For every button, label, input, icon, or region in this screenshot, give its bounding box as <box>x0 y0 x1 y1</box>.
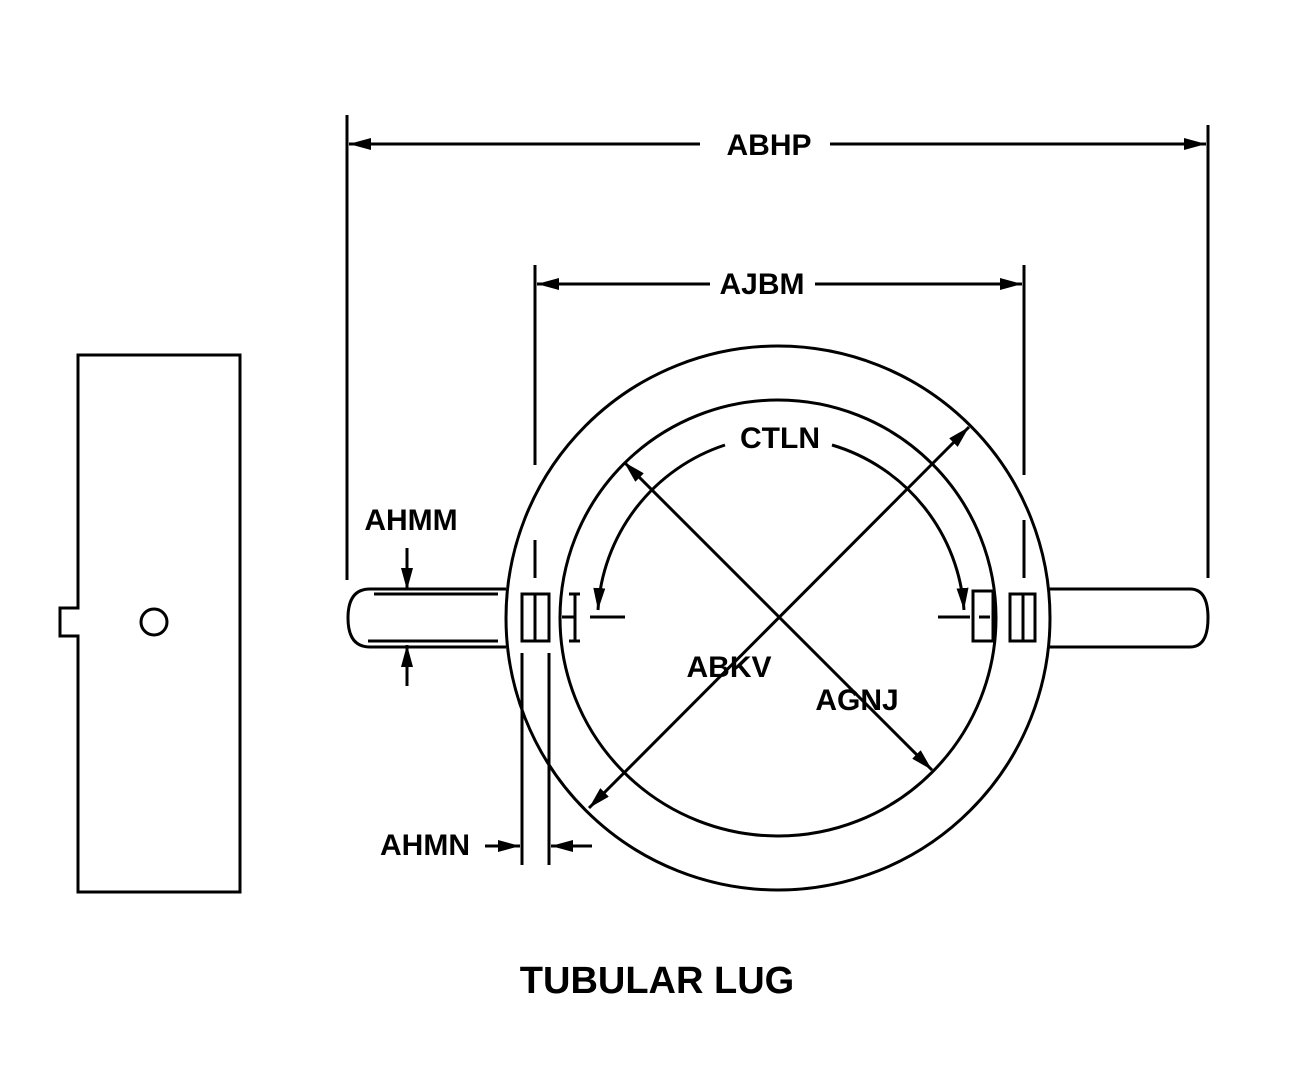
label-ahmm: AHMM <box>364 504 457 537</box>
dimension-ahmn: AHMN <box>380 829 592 862</box>
right-lug <box>971 520 1210 649</box>
dimension-abhp: ABHP <box>345 115 1210 580</box>
diagram-title: TUBULAR LUG <box>520 960 794 1002</box>
label-abhp: ABHP <box>726 129 811 162</box>
label-ctln: CTLN <box>740 422 820 455</box>
side-view-hole <box>139 607 169 637</box>
label-ajbm: AJBM <box>719 268 804 301</box>
dimension-abkv: ABKV <box>587 425 971 810</box>
ring <box>504 344 1052 892</box>
inner-circle <box>558 398 998 838</box>
label-ahmn: AHMN <box>380 829 470 862</box>
left-lug <box>346 540 580 865</box>
dimension-ctln: CTLN <box>590 422 970 619</box>
outer-circle <box>504 344 1052 892</box>
label-agnj: AGNJ <box>815 684 898 717</box>
side-view <box>58 353 242 894</box>
dimension-ahmm: AHMM <box>364 504 458 686</box>
dimension-ajbm: AJBM <box>533 265 1026 475</box>
label-abkv: ABKV <box>686 651 771 684</box>
dimension-agnj: AGNJ <box>622 460 934 772</box>
